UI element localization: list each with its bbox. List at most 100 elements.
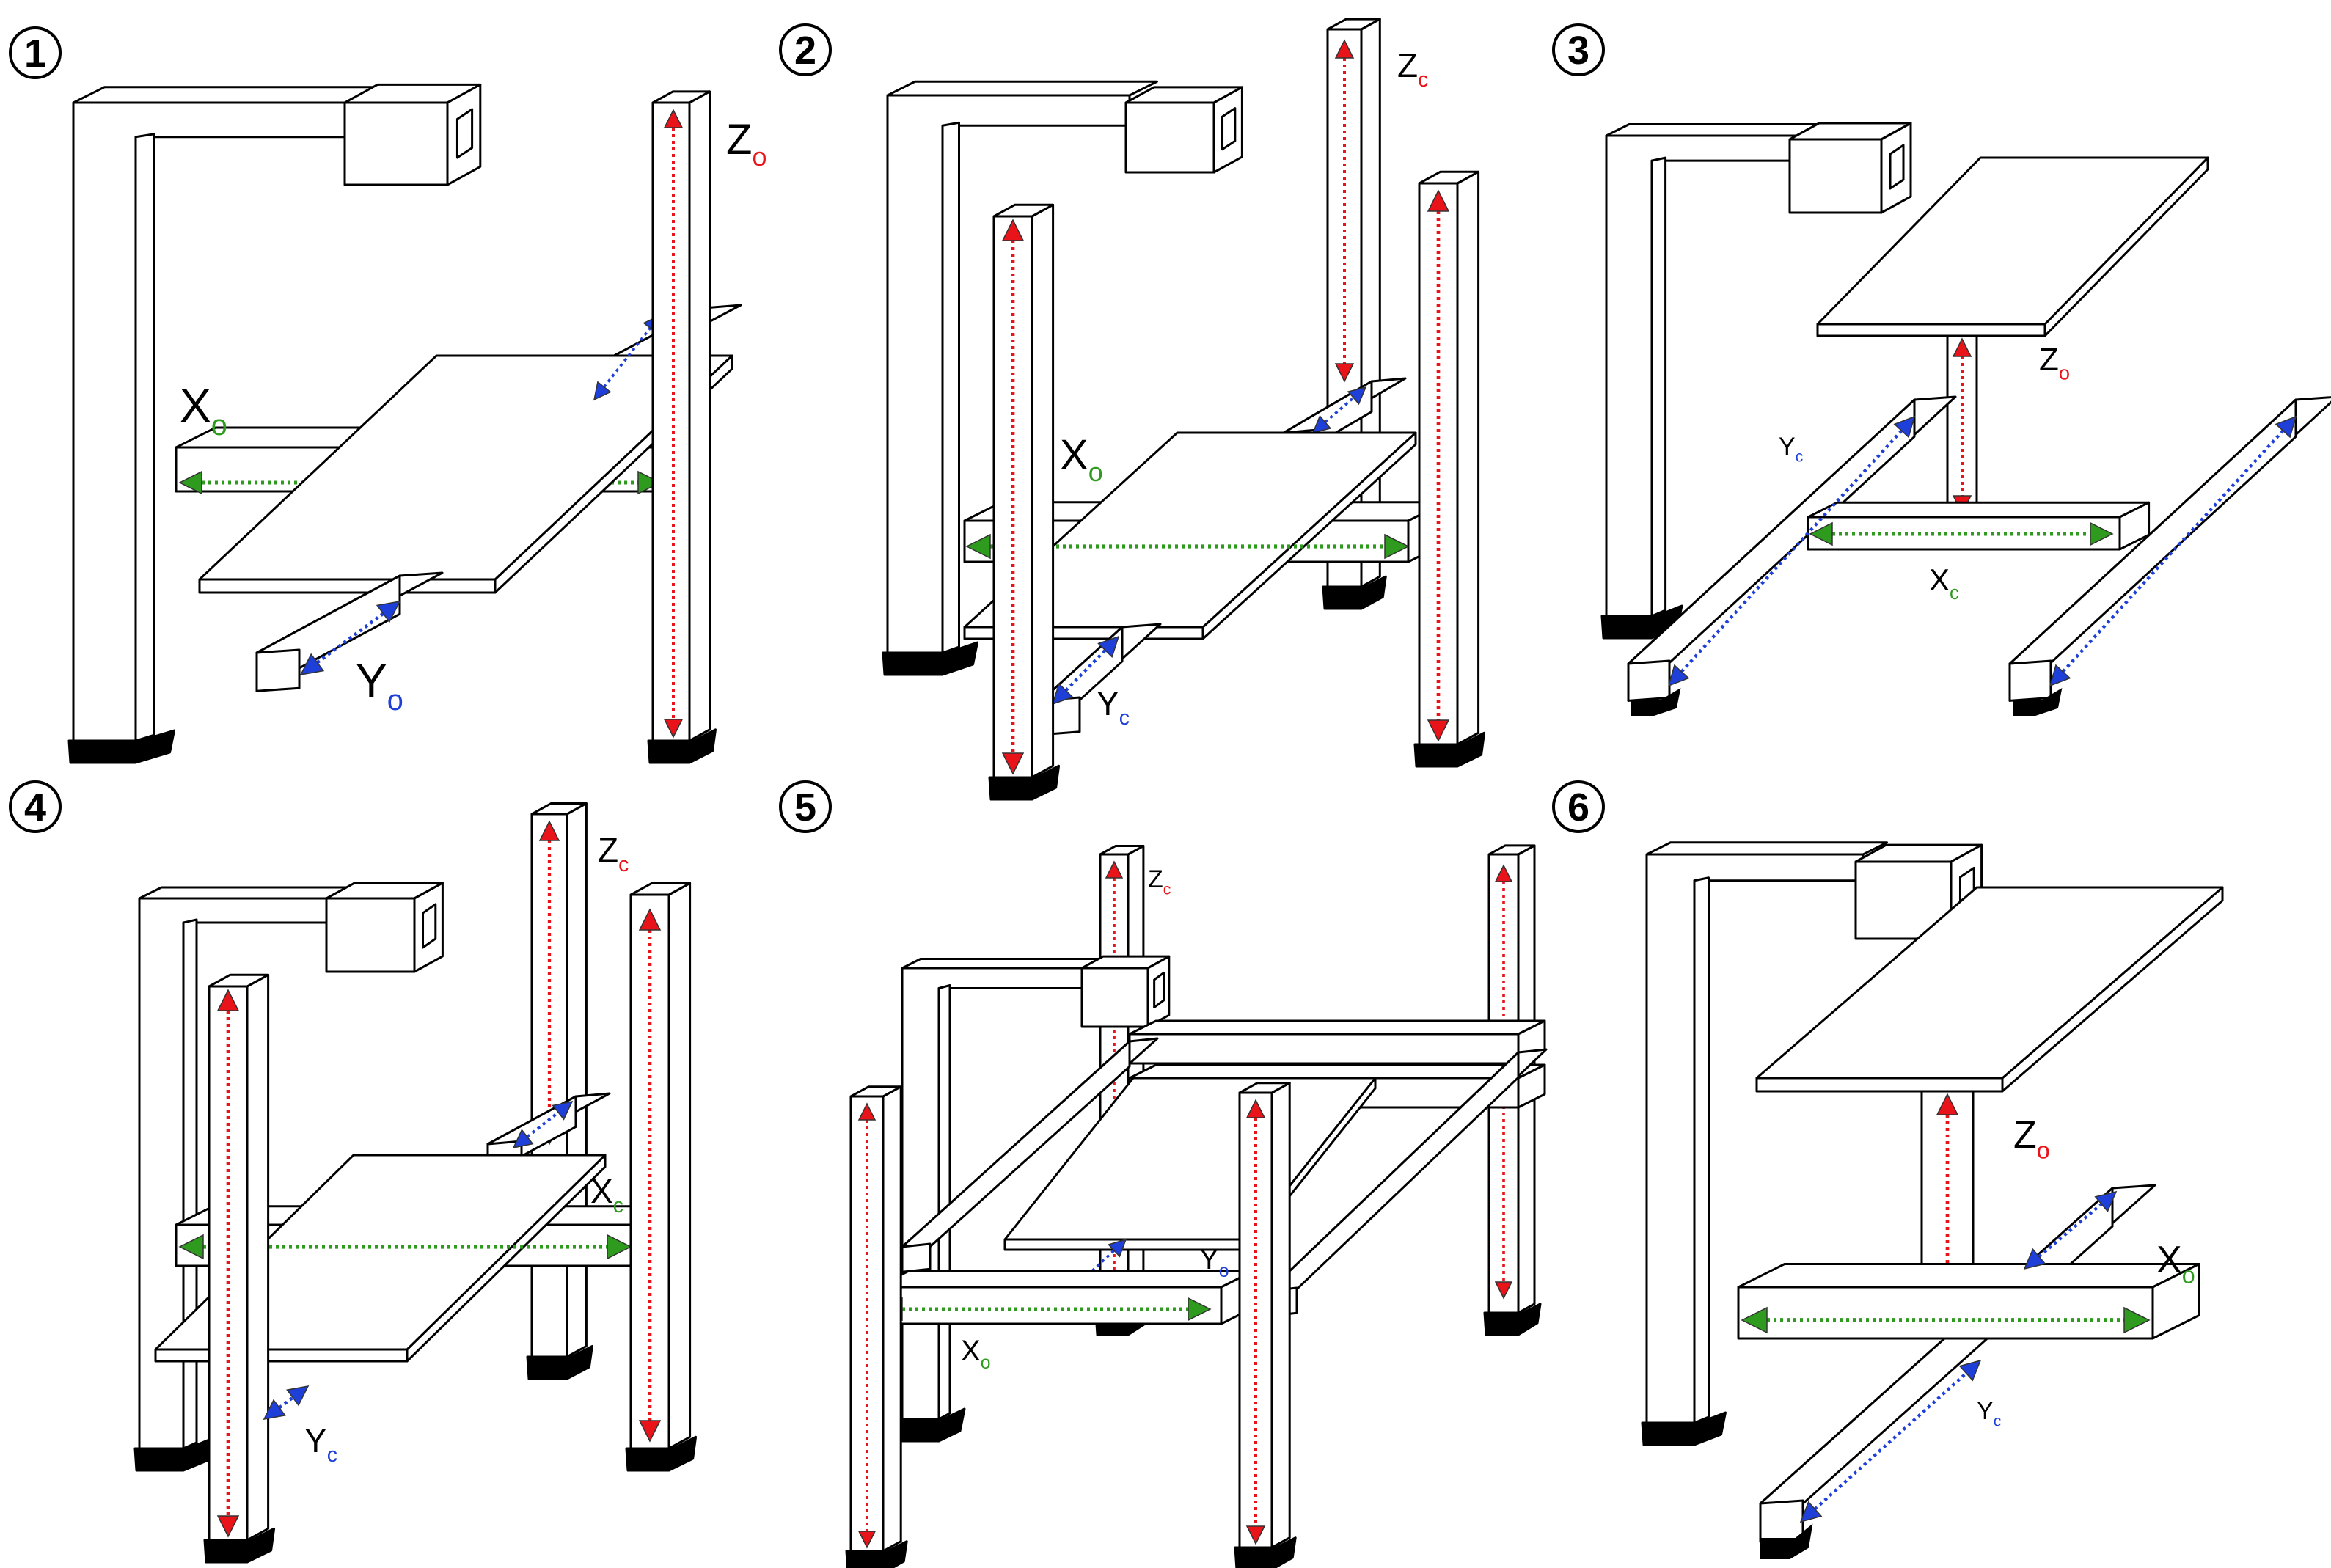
post-z-2-left-side [1031, 203, 1055, 779]
panel-number-1: 1 [9, 26, 62, 79]
arrow-z-6-head [1936, 1093, 1959, 1115]
camera-1-window [455, 108, 474, 159]
panel-number-3: 3 [1552, 23, 1605, 76]
label-y-5: Yo [1199, 1243, 1229, 1281]
post-z-1-foot [647, 728, 717, 764]
arrow-z-2-back-head [1334, 39, 1355, 59]
label-y-6-subscript: c [1994, 1413, 2002, 1430]
arrow-x-2-head [1384, 533, 1410, 560]
panel-number-6-circle [1552, 780, 1605, 833]
gantry-6-foot [1641, 1411, 1727, 1446]
rail-y-left-3-end [1627, 659, 1671, 702]
label-x-5-subscript: o [981, 1353, 991, 1373]
camera-2-window [1221, 107, 1237, 151]
arrow-y-6a-shaft [1813, 1371, 1968, 1511]
rail-y-right-3-end [2008, 659, 2052, 702]
arrow-y-2a-head [1097, 635, 1120, 659]
label-y-6: Yc [1977, 1397, 2001, 1430]
label-z-6: Zo [2013, 1114, 2050, 1164]
arrow-z-4-back-head [538, 820, 560, 841]
gantry-2-foot [882, 641, 978, 676]
label-x-6: Xo [2156, 1239, 2195, 1289]
post-z-5-front-front [1238, 1091, 1273, 1549]
table-4-edge [154, 1348, 409, 1363]
table-6-edge [1755, 1077, 2004, 1093]
label-z-3-subscript: o [2059, 361, 2070, 384]
post-z-5-left-foot [845, 1540, 908, 1568]
frame-top-back-front [1128, 1033, 1520, 1065]
post-z-1-top [651, 90, 711, 104]
post-z-2-left-foot [988, 764, 1061, 801]
arrow-z-3-head [1952, 337, 1972, 357]
post-z-2-right-foot [1413, 731, 1486, 768]
label-z-5: Zc [1148, 865, 1171, 898]
arrow-z-4-right-head [638, 1420, 662, 1443]
label-y-4-letter: Y [304, 1421, 327, 1459]
arrow-y-6a-head [1799, 1501, 1823, 1523]
post-z-5-right-top [1487, 844, 1536, 856]
post-z-5-left-top [849, 1085, 902, 1098]
label-z-3: Zo [2039, 342, 2070, 384]
arrow-z-1-head [663, 719, 684, 739]
gantry-4-inner [182, 918, 198, 1450]
post-z-4-left-side [246, 973, 270, 1542]
arrow-z-5-left-head [857, 1531, 877, 1549]
gantry-6-top [1645, 841, 1888, 856]
panel-number-5-text: 5 [794, 785, 816, 829]
arrow-y-4a-shaft [278, 1396, 294, 1410]
panel-number-1-circle [9, 26, 62, 79]
arrow-y-6b-head [2094, 1190, 2118, 1213]
arrow-y-2b-head [1311, 414, 1332, 434]
camera-4-front [325, 897, 416, 973]
label-z-4-letter: Z [598, 831, 618, 869]
label-x-3-letter: X [1929, 563, 1950, 597]
label-y-2-subscript: c [1119, 706, 1130, 730]
label-z-6-subscript: o [2037, 1137, 2050, 1164]
arrow-y-2a-head [1051, 682, 1074, 706]
label-y-3: Yc [1779, 433, 1803, 466]
gantry-3-top [1605, 123, 1821, 137]
gantry-1-top [72, 86, 384, 104]
label-x-6-letter: X [2156, 1239, 2182, 1281]
camera-5-front [1080, 967, 1149, 1028]
post-z-2-back-top [1326, 18, 1381, 31]
arrow-y-1b-head [593, 381, 612, 401]
post-z-1-front [651, 101, 691, 742]
panel-number-4-text: 4 [24, 785, 46, 829]
arrow-y-3-right-shaft [2061, 429, 2285, 673]
arrow-z-4-right-head [638, 908, 662, 931]
arrow-z-5-front-head [1245, 1099, 1266, 1118]
arrow-z-5-back-head [1105, 860, 1124, 879]
gantry-2-inner [941, 121, 960, 654]
arrow-z-5-right-head [1494, 1281, 1513, 1300]
arrow-z-5-left-head [857, 1102, 877, 1121]
label-z-5-subscript: c [1163, 882, 1171, 898]
gantry-2-top [886, 80, 1158, 97]
label-z-3-letter: Z [2039, 342, 2059, 378]
label-y-1-letter: Y [356, 654, 387, 707]
post-z-5-front-foot [1234, 1536, 1297, 1568]
arrow-z-2-back-head [1334, 363, 1355, 383]
beam-x-5-front [875, 1286, 1223, 1325]
panel-number-1-text: 1 [24, 32, 46, 76]
label-x-3: Xc [1929, 563, 1959, 604]
arrow-x-6-head [2123, 1306, 2151, 1334]
label-x-5-letter: X [961, 1335, 981, 1367]
gantry-5-top [901, 958, 1105, 970]
camera-1-front [343, 101, 449, 186]
arrow-x-3-head [2090, 521, 2114, 546]
camera-3-window [1889, 144, 1905, 190]
panel-number-2: 2 [779, 23, 832, 76]
arrow-x-1-head [178, 470, 202, 495]
table-1-edge [198, 578, 497, 594]
post-z-5-front-top [1238, 1082, 1291, 1094]
arrow-y-3-left-head [1893, 415, 1916, 439]
arrow-x-1-head [637, 470, 662, 495]
gantry-1-inner [134, 133, 155, 742]
label-z-1-letter: Z [726, 116, 752, 164]
arrow-y-6a-head [1958, 1359, 1982, 1382]
arrow-y-4a-head [263, 1399, 286, 1421]
rail-y-front-1-end [255, 648, 301, 692]
label-y-4-subscript: c [327, 1443, 337, 1467]
